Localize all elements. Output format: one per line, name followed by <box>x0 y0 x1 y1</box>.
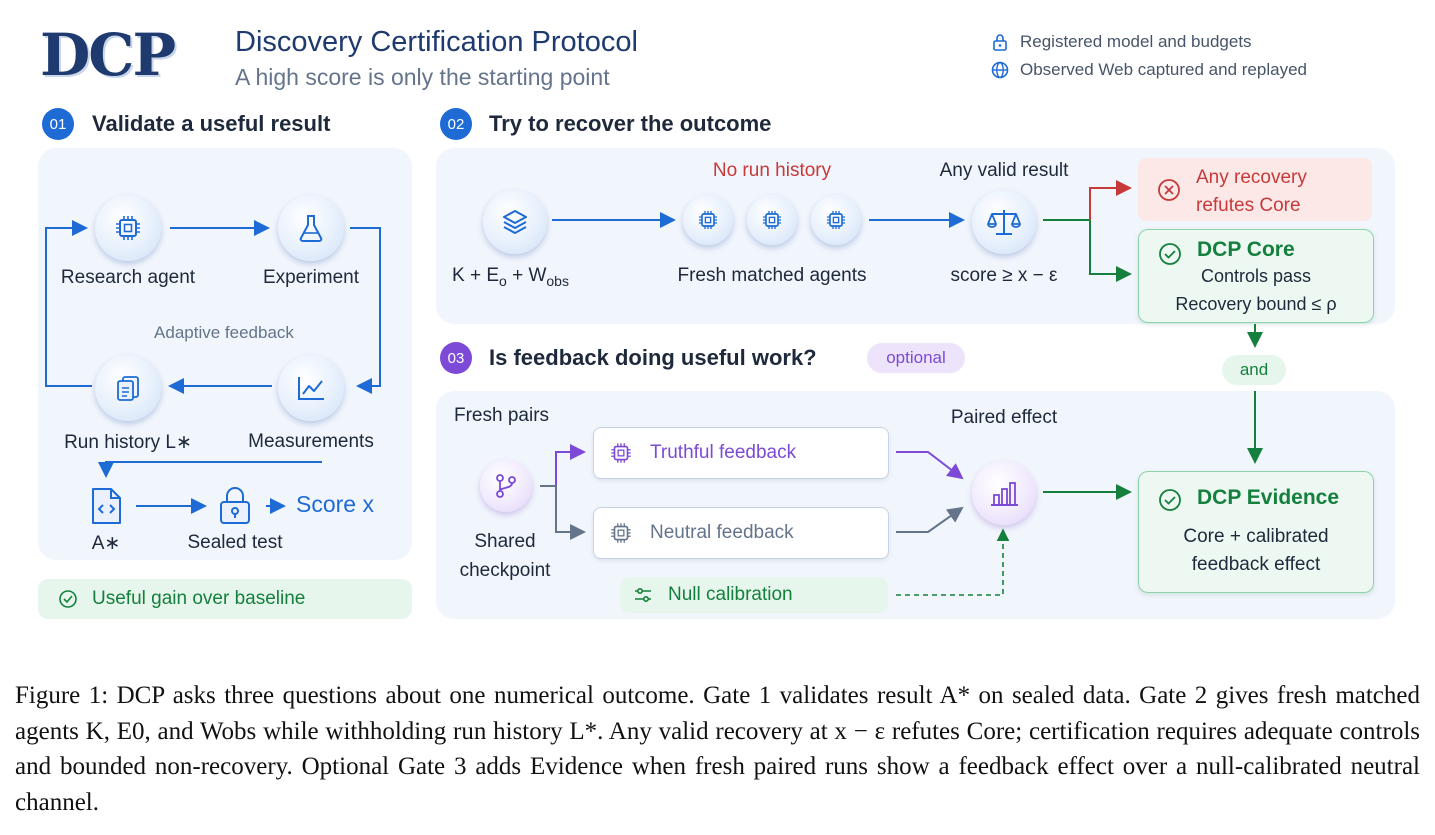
neutral-feedback-card: Neutral feedback <box>593 507 889 559</box>
fresh-agents-label: Fresh matched agents <box>677 265 867 286</box>
null-calibration-label: Null calibration <box>668 584 793 605</box>
x-circle-icon <box>1158 179 1180 201</box>
adaptive-feedback-label: Adaptive feedback <box>154 323 294 342</box>
null-calibration-pill: Null calibration <box>620 577 888 613</box>
evidence-line-2: feedback effect <box>1191 554 1321 575</box>
balance-scale-icon <box>987 210 1021 235</box>
flask-icon <box>299 215 323 242</box>
useful-gain-banner: Useful gain over baseline <box>38 579 412 619</box>
gate3-title: Is feedback doing useful work? <box>489 345 817 370</box>
chip-icon <box>611 443 631 463</box>
core-recovery-label: Recovery bound ≤ ρ <box>1175 294 1337 314</box>
research-agent-node <box>95 195 161 261</box>
research-agent-label: Research agent <box>60 267 196 288</box>
legend-label: Registered model and budgets <box>1020 32 1252 51</box>
lock-icon <box>993 34 1007 51</box>
truthful-feedback-label: Truthful feedback <box>650 442 797 463</box>
documents-icon <box>117 376 139 401</box>
no-run-history-label: No run history <box>712 160 832 181</box>
chip-icon <box>116 216 140 240</box>
chip-icon <box>827 211 845 229</box>
a-star-label: A∗ <box>91 533 121 554</box>
lock-icon <box>216 486 254 531</box>
measurements-label: Measurements <box>248 431 374 452</box>
experiment-node <box>278 195 344 261</box>
evidence-line-1: Core + calibrated <box>1183 526 1329 547</box>
fresh-pairs-label: Fresh pairs <box>454 405 550 426</box>
score-x-label: Score x <box>296 491 374 517</box>
optional-badge: optional <box>867 343 965 373</box>
chip-icon <box>763 211 781 229</box>
run-history-label: Run history L∗ <box>64 432 192 453</box>
dcp-core-box: DCP Core Controls pass Recovery bound ≤ … <box>1138 229 1374 323</box>
git-branch-icon <box>496 474 516 498</box>
chip-icon <box>611 523 631 543</box>
gate1-title: Validate a useful result <box>92 111 331 136</box>
globe-icon <box>991 61 1009 79</box>
gate2-number: 02 <box>440 108 472 140</box>
dcp-evidence-box: DCP Evidence Core + calibrated feedback … <box>1138 471 1374 593</box>
check-circle-icon <box>59 590 77 608</box>
figure-caption: Figure 1: DCP asks three questions about… <box>15 682 1420 816</box>
fresh-agent-node-2 <box>747 195 797 245</box>
paired-effect-node <box>972 461 1036 525</box>
gate3-number: 03 <box>440 342 472 374</box>
any-valid-result-label: Any valid result <box>939 160 1069 181</box>
dcp-core-title: DCP Core <box>1197 238 1295 261</box>
code-file-icon <box>88 486 124 531</box>
chip-icon <box>699 211 717 229</box>
legend-item-web: Observed Web captured and replayed <box>990 60 1307 80</box>
core-controls-label: Controls pass <box>1200 266 1312 286</box>
experiment-label: Experiment <box>262 267 360 288</box>
check-circle-icon <box>1159 243 1181 265</box>
gate1-number: 01 <box>42 108 74 140</box>
inputs-node <box>483 190 547 254</box>
measurements-node <box>278 355 344 421</box>
check-circle-icon <box>1159 489 1181 511</box>
sliders-icon <box>635 587 651 603</box>
scale-node <box>972 190 1036 254</box>
useful-gain-label: Useful gain over baseline <box>92 588 306 609</box>
refute-label: Any recovery refutes Core <box>1196 167 1307 216</box>
dcp-evidence-title: DCP Evidence <box>1197 486 1340 509</box>
inputs-label: K + Eo + Wobs <box>452 265 569 289</box>
layers-icon <box>503 210 527 234</box>
bar-chart-icon <box>991 482 1018 506</box>
fresh-agent-node-1 <box>683 195 733 245</box>
shared-checkpoint-label: Shared checkpoint <box>459 531 551 581</box>
legend-label: Observed Web captured and replayed <box>1020 60 1307 79</box>
dcp-logo: DCP <box>40 21 176 89</box>
run-history-node <box>95 355 161 421</box>
and-badge: and <box>1222 355 1286 385</box>
truthful-feedback-card: Truthful feedback <box>593 427 889 479</box>
refute-box: Any recovery refutes Core <box>1138 158 1372 221</box>
page-subtitle: A high score is only the starting point <box>235 64 610 90</box>
checkpoint-node <box>480 460 532 512</box>
paired-effect-label: Paired effect <box>950 407 1058 428</box>
legend-item-model: Registered model and budgets <box>990 32 1252 52</box>
page-title: Discovery Certification Protocol <box>235 26 638 58</box>
fresh-agent-node-3 <box>811 195 861 245</box>
chart-line-icon <box>298 377 324 400</box>
sealed-test-label: Sealed test <box>187 532 283 553</box>
neutral-feedback-label: Neutral feedback <box>650 522 794 543</box>
score-condition-label: score ≥ x − ε <box>950 265 1058 286</box>
gate2-title: Try to recover the outcome <box>489 111 772 136</box>
